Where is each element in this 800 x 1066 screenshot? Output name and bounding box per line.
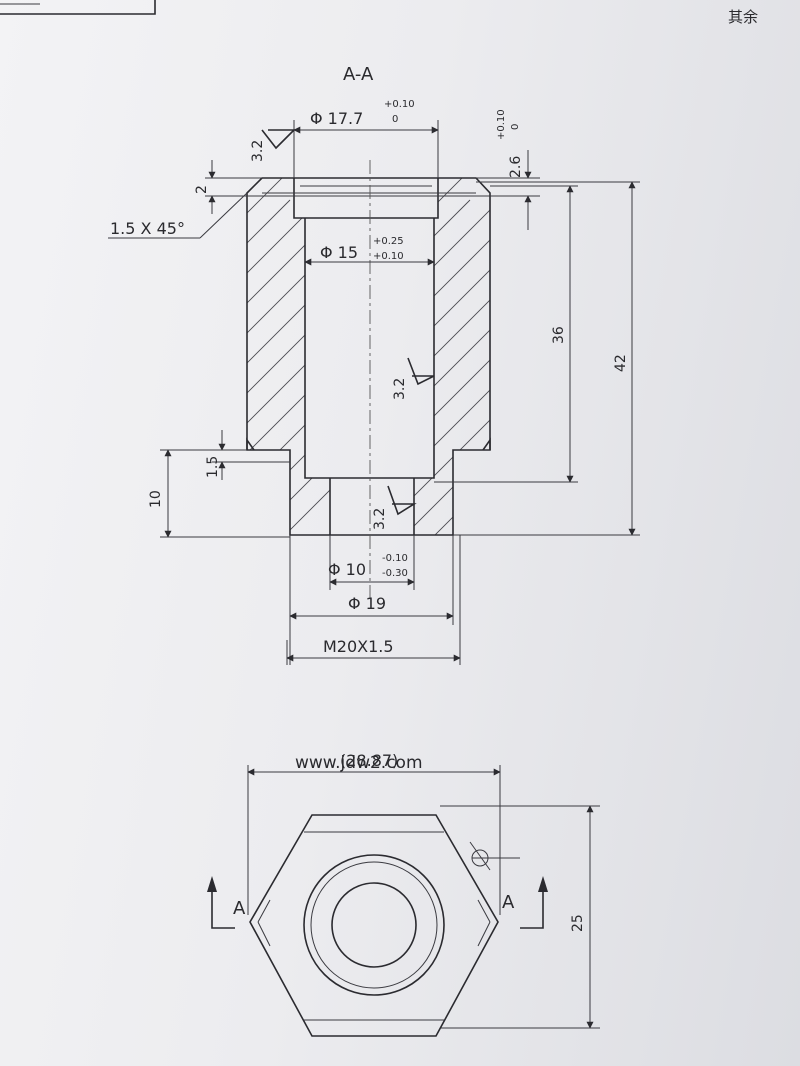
svg-text:3.2: 3.2: [250, 140, 266, 162]
dim-d15: Φ 15: [320, 243, 358, 262]
dim-d15-upper: +0.25: [373, 236, 404, 247]
roughness-bore: 3.2: [392, 357, 435, 400]
view-label-right: A: [502, 892, 515, 913]
hatch-left-wall: [247, 178, 330, 535]
dim-d10-lower: -0.30: [382, 568, 408, 579]
dim-h15: 1.5: [205, 456, 221, 478]
dim-across-corners: (28.87): [340, 751, 398, 770]
dim-h26-lower: 0: [510, 124, 521, 130]
dim-h26-upper: +0.10: [496, 109, 507, 140]
dim-h10: 10: [148, 490, 164, 508]
dim-d15-lower: +0.10: [373, 251, 404, 262]
dim-d10: Φ 10: [328, 560, 366, 579]
corner-note: 其余: [728, 8, 758, 26]
dim-chamfer: 1.5 X 45°: [110, 219, 185, 238]
dim-h2: 2: [194, 185, 210, 194]
hex-view: (28.87) 25 A A: [207, 751, 600, 1037]
dim-d177-lower: 0: [392, 114, 398, 125]
dim-d177: Φ 17.7: [310, 109, 363, 128]
dim-h26: 2.6: [508, 156, 524, 178]
dim-d177-upper: +0.10: [384, 99, 415, 110]
dim-d10-upper: -0.10: [382, 553, 408, 564]
svg-text:3.2: 3.2: [372, 508, 388, 530]
svg-text:3.2: 3.2: [392, 378, 408, 400]
title-block-fragment: [0, 0, 156, 15]
section-view: [246, 160, 491, 600]
hatch-right-wall: [414, 178, 490, 535]
dim-thread: M20X1.5: [323, 637, 394, 656]
section-label: A-A: [343, 64, 374, 85]
dimensions: Φ 17.7 +0.10 0 Φ 15 +0.25 +0.10 Φ 10 -0.…: [108, 99, 640, 665]
dim-h42: 42: [613, 354, 629, 372]
dim-h36: 36: [551, 326, 567, 344]
dim-across-flats: 25: [570, 914, 586, 932]
roughness-small-bore: 3.2: [372, 485, 417, 530]
view-label-left: A: [233, 898, 246, 919]
roughness-top: 3.2: [250, 129, 296, 162]
dim-d19: Φ 19: [348, 594, 386, 613]
watermark: www.jdw2.com: [295, 753, 423, 773]
